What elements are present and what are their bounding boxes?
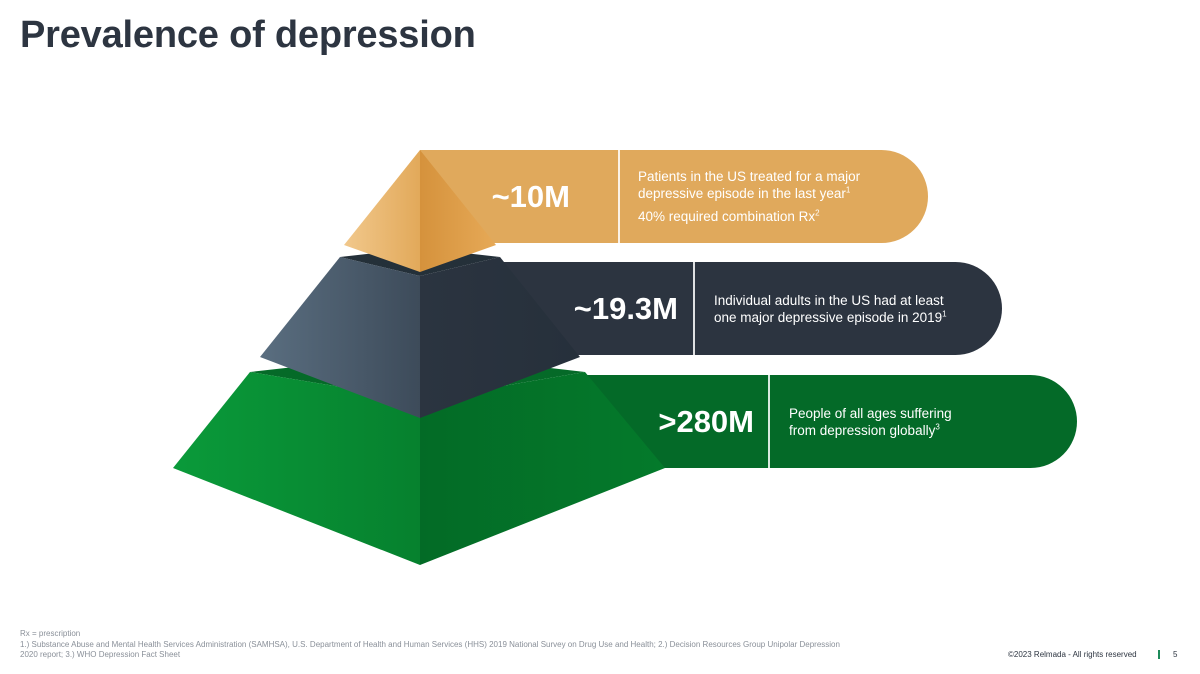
tier-bottom-banner: >280M People of all ages suffering from … (580, 375, 1077, 468)
footnote-ref: 1 (845, 185, 851, 195)
copyright-text: ©2023 Relmada - All rights reserved (1008, 650, 1137, 659)
tier-middle-line2: one major depressive episode in 2019 (714, 309, 943, 325)
tier-bottom-stat: >280M (658, 403, 754, 439)
footnote-sources-2: 2020 report; 3.) WHO Depression Fact She… (20, 650, 181, 659)
tier-top-banner: ~10M Patients in the US treated for a ma… (420, 150, 928, 243)
tier-bottom-line1: People of all ages suffering (789, 405, 952, 421)
footnotes: Rx = prescription 1.) Substance Abuse an… (20, 629, 990, 661)
tier-bottom-line2: from depression globally (789, 422, 936, 438)
tier-top-description: Patients in the US treated for a major d… (638, 150, 918, 243)
footnote-abbrev: Rx = prescription (20, 629, 81, 638)
tier-top-line1: Patients in the US treated for a major (638, 169, 861, 184)
tier-top-divider (618, 150, 620, 243)
tier-middle-divider (693, 262, 695, 355)
footnote-ref: 3 (935, 422, 940, 431)
pyramid-middle-left-face (260, 257, 420, 418)
tier-bottom-divider (768, 375, 770, 468)
tier-top-line2: depressive episode in the last year (638, 186, 846, 201)
tier-top-stat: ~10M (491, 178, 570, 214)
pyramid-middle-right-face (420, 257, 580, 418)
pyramid-bottom-right-face (420, 372, 665, 565)
footer-separator (1158, 650, 1160, 659)
pyramid-top-left-face (344, 150, 420, 272)
footnote-ref: 1 (942, 309, 947, 318)
pyramid-top-right-face (420, 150, 496, 272)
page-title: Prevalence of depression (20, 14, 476, 56)
tier-top-line3: 40% required combination Rx (638, 209, 816, 224)
tier-middle-banner: ~19.3M Individual adults in the US had a… (500, 262, 1002, 355)
page-number: 5 (1173, 650, 1178, 659)
tier-middle-stat: ~19.3M (573, 290, 678, 326)
footnote-ref: 2 (815, 208, 820, 218)
pyramid-bottom-left-face (173, 372, 420, 565)
tier-bottom-description: People of all ages suffering from depres… (789, 375, 1069, 468)
footnote-sources-1: 1.) Substance Abuse and Mental Health Se… (20, 639, 840, 649)
pyramid-top-tier (344, 150, 496, 272)
tier-middle-description: Individual adults in the US had at least… (714, 262, 994, 355)
tier-middle-line1: Individual adults in the US had at least (714, 292, 944, 308)
